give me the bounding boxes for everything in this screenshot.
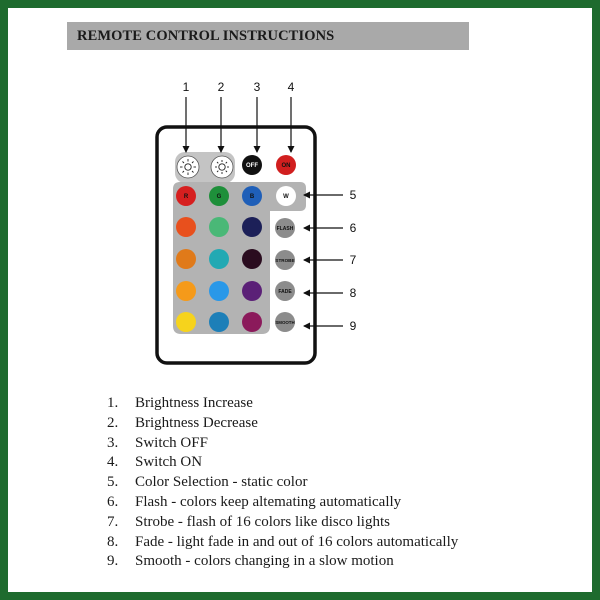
list-item-text: Switch OFF	[135, 434, 208, 451]
page-title: REMOTE CONTROL INSTRUCTIONS	[77, 28, 335, 44]
color-button-light-green[interactable]	[209, 217, 229, 237]
color-button-magenta[interactable]	[242, 312, 262, 332]
sun-plus-icon	[180, 159, 196, 175]
list-item-number: 7.	[107, 513, 119, 530]
list-item-text: Switch ON	[135, 454, 203, 471]
red-button[interactable]: R	[176, 186, 196, 206]
list-item-number: 1.	[107, 395, 119, 411]
white-label: W	[283, 194, 289, 200]
callout-number-2: 2	[218, 80, 225, 94]
flash-button[interactable]: FLASH	[275, 218, 295, 238]
list-item-number: 3.	[107, 434, 119, 451]
list-item-text: Brightness Increase	[135, 395, 253, 411]
color-button-purple[interactable]	[242, 281, 262, 301]
color-button-orange-red[interactable]	[176, 217, 196, 237]
green-button[interactable]: G	[209, 186, 229, 206]
list-item: 7. Strobe - flash of 16 colors like disco…	[107, 513, 458, 533]
title-bar: REMOTE CONTROL INSTRUCTIONS	[67, 22, 469, 50]
list-item-text: Smooth - colors changing in a slow motio…	[135, 553, 394, 570]
blue-button[interactable]: B	[242, 186, 262, 206]
sun-minus-icon	[215, 160, 229, 174]
color-button-cyan[interactable]	[209, 249, 229, 269]
on-label: ON	[282, 163, 291, 169]
strobe-button[interactable]: STROBE	[275, 250, 295, 270]
callout-number-3: 3	[254, 80, 261, 94]
list-item-number: 8.	[107, 533, 119, 550]
color-button-orange[interactable]	[176, 249, 196, 269]
list-item-number: 2.	[107, 414, 119, 431]
callout-number-6: 6	[350, 221, 357, 235]
callout-number-7: 7	[350, 253, 357, 267]
fade-label: FADE	[278, 289, 292, 295]
list-item-text: Strobe - flash of 16 colors like disco l…	[135, 513, 390, 530]
list-item: 9. Smooth - colors changing in a slow mot…	[107, 552, 458, 572]
list-item: 8. Fade - light fade in and out of 16 col…	[107, 533, 458, 553]
green-label: G	[217, 194, 222, 200]
list-item: 4. Switch ON	[107, 453, 458, 473]
list-item-text: Brightness Decrease	[135, 414, 258, 431]
list-item: 5. Color Selection - static color	[107, 473, 458, 493]
callout-number-4: 4	[288, 80, 295, 94]
red-label: R	[184, 194, 189, 200]
smooth-button[interactable]: SMOOTH	[275, 312, 295, 332]
color-button-navy[interactable]	[242, 217, 262, 237]
list-item-number: 6.	[107, 493, 119, 510]
on-button[interactable]: ON	[276, 155, 296, 175]
fade-button[interactable]: FADE	[275, 281, 295, 301]
callout-number-1: 1	[183, 80, 190, 94]
blue-label: B	[250, 194, 255, 200]
instructions-list: 1. Brightness Increase 2. Brightness Decre…	[107, 394, 458, 572]
list-item-number: 9.	[107, 553, 119, 570]
white-button[interactable]: W	[276, 186, 296, 206]
list-item-text: Fade - light fade in and out of 16 color…	[135, 533, 459, 550]
color-button-dark-purple[interactable]	[242, 249, 262, 269]
list-item-number: 5.	[107, 474, 119, 491]
color-panel	[173, 182, 306, 334]
smooth-label: SMOOTH	[275, 320, 294, 325]
flash-label: FLASH	[277, 226, 294, 232]
list-item: 6. Flash - colors keep altemating automat…	[107, 493, 458, 513]
callout-number-9: 9	[350, 319, 357, 333]
color-button-yellow[interactable]	[176, 312, 196, 332]
list-item-text: Color Selection - static color	[135, 474, 308, 491]
list-item: 3. Switch OFF	[107, 434, 458, 454]
color-button-sky-blue[interactable]	[209, 281, 229, 301]
list-item-text: Flash - colors keep altemating automatic…	[135, 493, 402, 510]
callout-number-5: 5	[350, 188, 357, 202]
color-button-teal-blue[interactable]	[209, 312, 229, 332]
list-item-number: 4.	[107, 454, 119, 471]
list-item: 1. Brightness Increase	[107, 394, 458, 414]
strobe-label: STROBE	[275, 258, 294, 263]
callout-number-8: 8	[350, 286, 357, 300]
brightness-up-button[interactable]	[176, 155, 200, 179]
list-item: 2. Brightness Decrease	[107, 414, 458, 434]
off-label: OFF	[246, 163, 258, 169]
brightness-down-button[interactable]	[210, 155, 234, 179]
color-button-light-orange[interactable]	[176, 281, 196, 301]
off-button[interactable]: OFF	[242, 155, 262, 175]
